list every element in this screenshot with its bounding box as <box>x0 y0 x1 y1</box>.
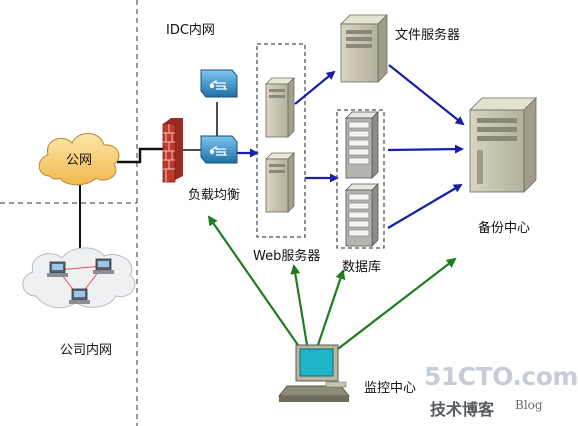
diagram-graphics <box>0 0 537 426</box>
company-network-cloud <box>22 247 136 309</box>
watermark-subtitle: 技术博客 <box>430 400 495 419</box>
load-balancer-switch-icon <box>200 135 238 164</box>
monitor-center-label: 监控中心 <box>364 381 417 396</box>
zone-boundaries <box>0 0 138 426</box>
web-server-icon <box>265 152 295 213</box>
database-label: 数据库 <box>342 260 382 275</box>
web-server-group-box <box>256 43 306 238</box>
public-network-label: 公网 <box>66 153 93 168</box>
monitor-workstation-icon <box>277 344 351 402</box>
company-network-label: 公司内网 <box>60 343 113 358</box>
web-server-icon <box>265 77 295 138</box>
web-server-label: Web服务器 <box>253 249 321 264</box>
watermark-brand: 51CTO.com <box>424 362 578 391</box>
lan-pc-icon <box>47 261 68 277</box>
monitoring-arrows <box>207 215 457 356</box>
connection-lines <box>79 102 218 258</box>
firewall-icon <box>162 118 183 183</box>
database-server-icon <box>345 111 379 179</box>
public-network-cloud <box>38 133 120 186</box>
data-flow-arrows <box>236 64 465 229</box>
lan-pc-icon <box>93 258 114 274</box>
watermark-blog: Blog <box>515 398 543 412</box>
database-server-icon <box>345 183 379 247</box>
load-balancer-switch-icon <box>200 69 238 98</box>
load-balance-label: 负载均衡 <box>188 188 241 203</box>
backup-server-icon <box>469 97 537 193</box>
backup-center-label: 备份中心 <box>478 221 531 236</box>
file-server-icon <box>340 14 388 83</box>
lan-pc-icon <box>69 288 90 304</box>
idc-network-label: IDC内网 <box>166 23 215 38</box>
file-server-label: 文件服务器 <box>395 28 461 43</box>
